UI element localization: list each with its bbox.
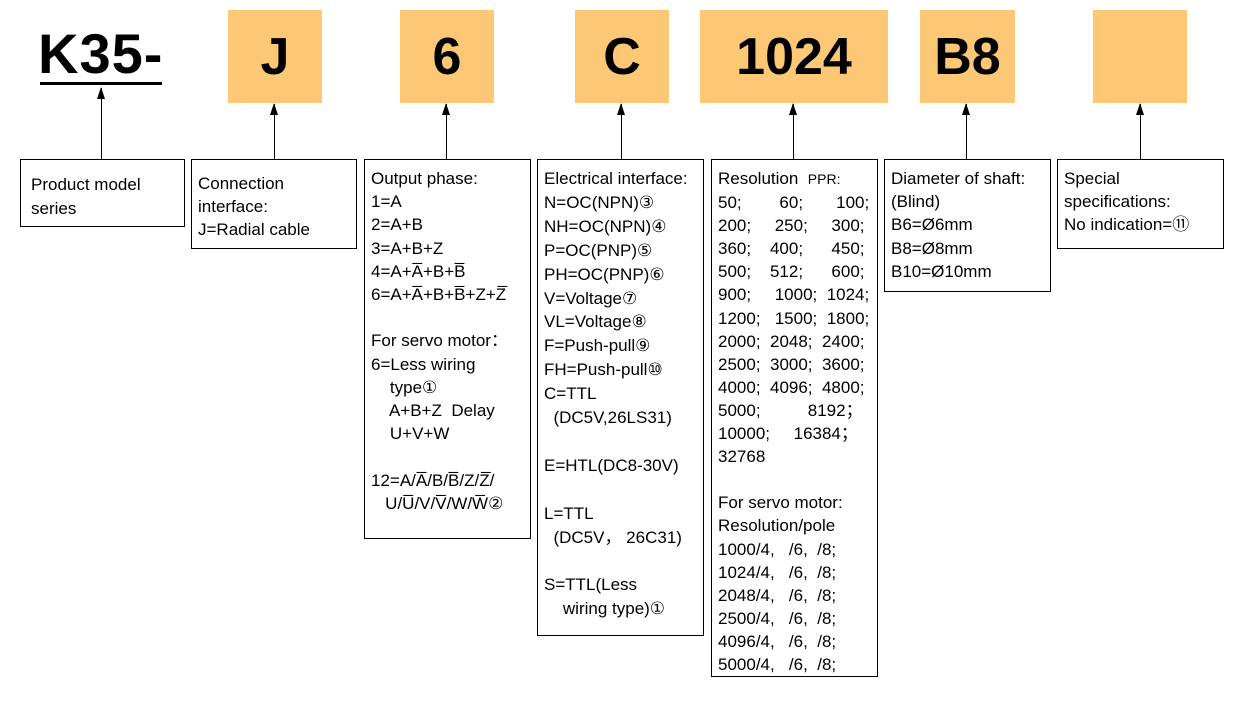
resolution-line: 2500/4, /6, /8; xyxy=(718,608,837,628)
shaft-line: (Blind) xyxy=(891,192,941,212)
resolution-line: 1000/4, /6, /8; xyxy=(718,539,837,559)
resolution-line: 5000/4, /6, /8; xyxy=(718,654,837,674)
shaft-line: Diameter of shaft: xyxy=(891,169,1026,188)
electrical-line: NH=OC(NPN)④ xyxy=(544,216,667,236)
box-resolution: Resolution PPR: 50; 60; 100; 200; 250; 3… xyxy=(711,159,878,677)
special-line: Special xyxy=(1064,169,1120,188)
box-shaft-diameter: Diameter of shaft: (Blind) B6=Ø6mm B8=Ø8… xyxy=(884,159,1051,292)
product-line: Product model xyxy=(31,175,141,194)
electrical-line: VL=Voltage⑧ xyxy=(544,312,647,332)
arrow-electrical xyxy=(616,103,625,159)
electrical-line: E=HTL(DC8-30V) xyxy=(544,455,679,475)
electrical-line: F=Push-pull⑨ xyxy=(544,336,651,356)
electrical-line: P=OC(PNP)⑤ xyxy=(544,240,653,260)
box-electrical-interface: Electrical interface: N=OC(NPN)③ NH=OC(N… xyxy=(537,159,704,636)
arrow-resolution xyxy=(788,103,797,159)
prefix-underline xyxy=(40,82,162,85)
resolution-line: Resolution/pole xyxy=(718,516,836,536)
output-line: For servo motor： xyxy=(371,331,508,351)
arrow-shaft xyxy=(961,103,970,159)
code-box-special xyxy=(1093,10,1187,103)
electrical-line: PH=OC(PNP)⑥ xyxy=(544,264,665,284)
arrow-output-phase xyxy=(441,103,450,159)
resolution-line: 360; 400; 450; xyxy=(718,239,865,259)
electrical-line: C=TTL xyxy=(544,384,597,404)
box-special-specifications: Special specifications: No indication=⑪ xyxy=(1057,159,1224,249)
shaft-line: B8=Ø8mm xyxy=(891,238,973,258)
resolution-line xyxy=(718,468,871,491)
connection-line: J=Radial cable xyxy=(198,220,310,240)
resolution-unit: PPR: xyxy=(807,171,841,187)
code-box-output-phase: 6 xyxy=(400,10,494,103)
output-line xyxy=(371,445,524,468)
output-line: 6=A+A̅+B+B̅+Z+Z̅ xyxy=(371,285,507,305)
electrical-line: N=OC(NPN)③ xyxy=(544,192,655,212)
output-line: 1=A xyxy=(371,192,402,212)
resolution-line: 4096/4, /6, /8; xyxy=(718,631,837,651)
output-line: U+V+W xyxy=(371,424,450,444)
output-line: Output phase: xyxy=(371,169,478,188)
resolution-line: 200; 250; 300; xyxy=(718,216,865,236)
connection-line: Connection xyxy=(198,174,285,193)
resolution-line: For servo motor: xyxy=(718,493,843,513)
electrical-line: (DC5V， 26C31) xyxy=(544,527,682,547)
connection-line: interface: xyxy=(198,197,268,217)
arrow-special xyxy=(1135,103,1144,159)
electrical-line: wiring type)① xyxy=(544,599,666,619)
resolution-line: 900; 1000; 1024; xyxy=(718,285,870,305)
code-box-resolution: 1024 xyxy=(700,10,888,103)
special-line: No indication=⑪ xyxy=(1064,215,1190,235)
product-line: series xyxy=(31,199,77,218)
resolution-line: 1200; 1500; 1800; xyxy=(718,308,870,328)
output-line xyxy=(371,306,524,329)
resolution-line: 5000; 8192； xyxy=(718,400,863,420)
arrow-product xyxy=(96,87,105,159)
box-connection-interface: Connection interface: J=Radial cable xyxy=(191,159,357,249)
electrical-line: L=TTL xyxy=(544,503,594,523)
resolution-line: 10000; 16384； xyxy=(718,424,858,444)
shaft-line: B10=Ø10mm xyxy=(891,261,992,281)
box-output-phase: Output phase: 1=A 2=A+B 3=A+B+Z 4=A+A̅+B… xyxy=(364,159,531,539)
code-box-electrical: C xyxy=(575,10,669,103)
resolution-line: 2048/4, /6, /8; xyxy=(718,585,837,605)
output-line: 12=A/A̅/B/B̅/Z/Z̅/ xyxy=(371,470,495,490)
resolution-line: 1024/4, /6, /8; xyxy=(718,562,837,582)
shaft-line: B6=Ø6mm xyxy=(891,215,973,235)
resolution-title: Resolution xyxy=(718,169,799,188)
output-line: U/U̅/V/V̅/W/W̅② xyxy=(371,493,504,513)
code-box-shaft: B8 xyxy=(920,10,1015,103)
resolution-line: 4000; 4096; 4800; xyxy=(718,377,865,397)
resolution-line: 50; 60; 100; xyxy=(718,193,870,213)
resolution-line: 2500; 3000; 3600; xyxy=(718,354,865,374)
resolution-line: 2000; 2048; 2400; xyxy=(718,331,865,351)
electrical-line: S=TTL(Less xyxy=(544,575,638,595)
resolution-line: 32768 xyxy=(718,447,766,467)
model-prefix: K35- xyxy=(38,22,164,85)
box-product-model: Product model series xyxy=(20,159,185,227)
output-line: 6=Less wiring xyxy=(371,354,476,374)
code-box-connection: J xyxy=(228,10,322,103)
output-line: A+B+Z Delay xyxy=(371,401,495,421)
resolution-line: 500; 512; 600; xyxy=(718,262,865,282)
electrical-line: Electrical interface: xyxy=(544,169,688,188)
output-line: 2=A+B xyxy=(371,215,423,235)
electrical-line: (DC5V,26LS31) xyxy=(544,408,672,428)
arrow-connection xyxy=(269,103,278,159)
electrical-line: FH=Push-pull⑩ xyxy=(544,360,663,380)
electrical-line xyxy=(544,478,697,502)
resolution-title-row: Resolution PPR: xyxy=(718,167,871,191)
special-line: specifications: xyxy=(1064,192,1171,212)
electrical-line xyxy=(544,430,697,454)
electrical-line xyxy=(544,550,697,574)
output-line: type① xyxy=(371,377,438,397)
output-line: 4=A+A̅+B+B̅ xyxy=(371,261,466,281)
electrical-line: V=Voltage⑦ xyxy=(544,288,638,308)
output-line: 3=A+B+Z xyxy=(371,238,444,258)
